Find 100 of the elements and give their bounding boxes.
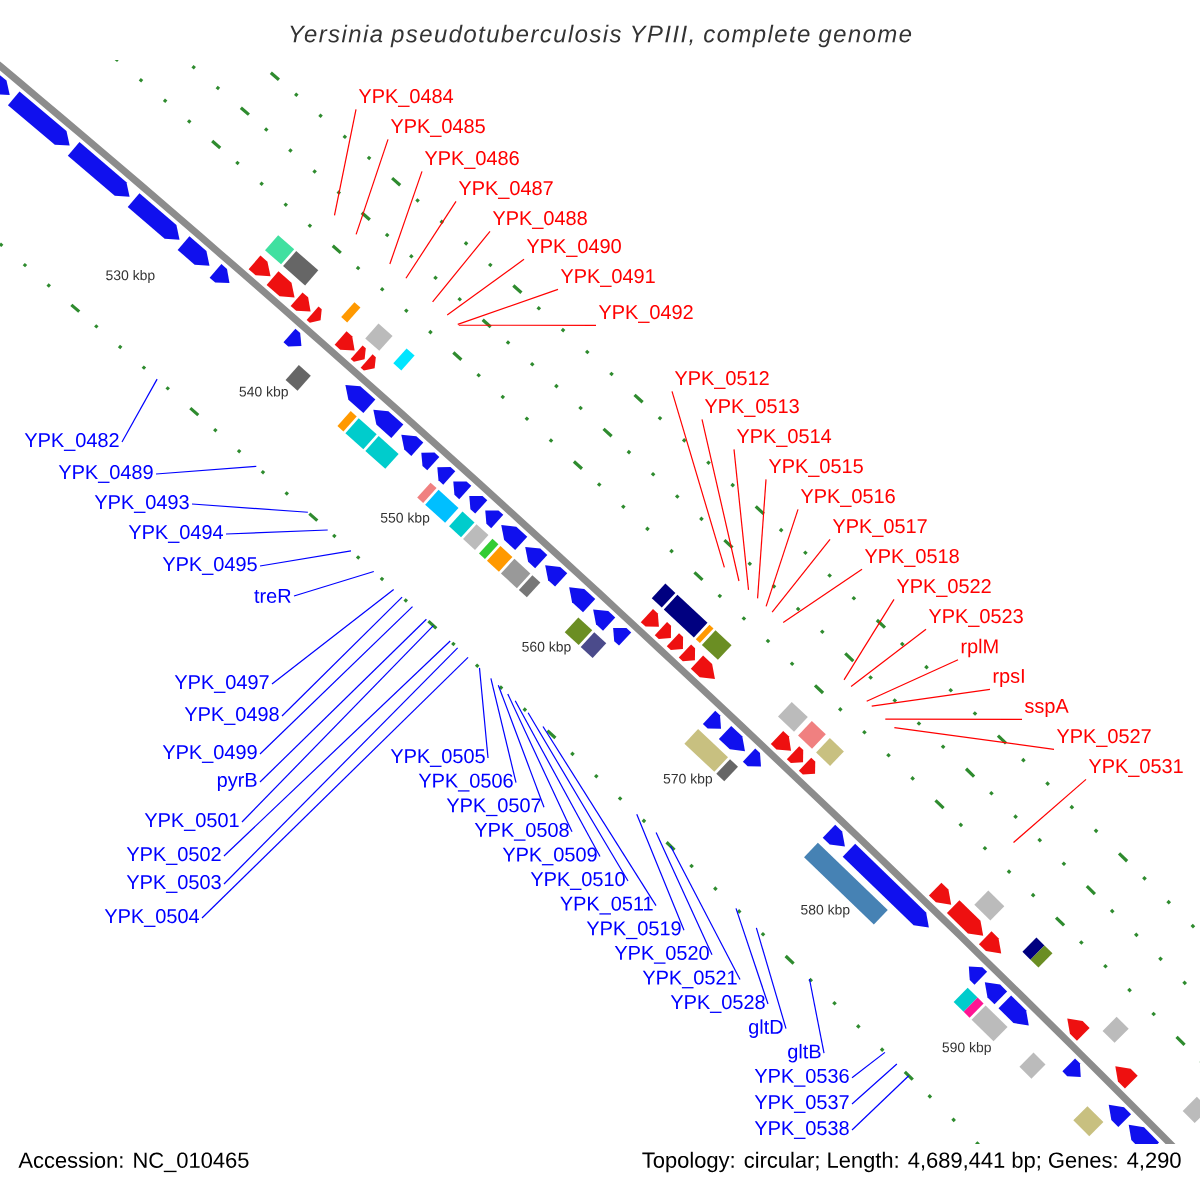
leader-line [497, 684, 545, 808]
gene-label: YPK_0513 [704, 399, 799, 417]
gene-label: YPK_0514 [736, 429, 832, 447]
gene-label: YPK_0522 [896, 579, 991, 597]
leader-line [405, 200, 457, 279]
leader-line [636, 813, 685, 931]
gene-label: YPK_0489 [58, 465, 153, 483]
gene-label: YPK_0516 [800, 489, 895, 507]
leader-line [223, 647, 459, 885]
gene-label: gltB [788, 1043, 821, 1063]
leader-line [333, 108, 357, 216]
gene-label: YPK_0517 [832, 519, 927, 537]
accession-text: Accession: NC_010465 [18, 1151, 249, 1173]
gene-label: YPK_0484 [358, 89, 454, 107]
gene-label: rpsI [993, 669, 1024, 687]
leader-line [735, 907, 769, 1005]
leader-line [669, 845, 741, 980]
leader-line [241, 625, 434, 823]
leader-line [851, 1063, 898, 1105]
leader-line [808, 978, 825, 1054]
leader-line [259, 618, 427, 783]
leader-line [355, 138, 389, 235]
gene-label: pyrB [217, 773, 257, 791]
gene-label: YPK_0537 [754, 1095, 849, 1113]
leader-line [757, 478, 767, 599]
leader-line [121, 378, 158, 443]
gene-label: YPK_0491 [560, 269, 655, 287]
leader-line [655, 831, 713, 956]
leader-line [701, 418, 740, 582]
leader-line [293, 570, 375, 597]
leader-line [507, 693, 573, 833]
gene-label: YPK_0512 [674, 371, 769, 389]
gene-label: YPK_0498 [184, 707, 279, 725]
leader-line [765, 508, 799, 607]
leader-line [259, 606, 414, 755]
gene-label: YPK_0494 [128, 525, 223, 543]
gene-label: YPK_0502 [126, 847, 221, 865]
leader-line [201, 656, 469, 919]
leader-line [755, 927, 787, 1030]
gene-label: YPK_0482 [24, 433, 119, 451]
gene-label: YPK_0499 [162, 745, 257, 763]
leader-line [893, 727, 1055, 750]
leader-line [782, 568, 863, 623]
leader-line [542, 725, 657, 907]
gene-label: YPK_0531 [1088, 759, 1183, 777]
gene-label: YPK_0538 [754, 1121, 849, 1139]
leader-line [843, 598, 895, 681]
gene-label: sspA [1025, 699, 1069, 717]
gene-label: YPK_0493 [94, 495, 189, 513]
leader-line [771, 538, 831, 613]
leader-line [191, 503, 309, 513]
leader-line [271, 588, 395, 685]
gene-label: YPK_0515 [768, 459, 863, 477]
gene-label: YPK_0488 [492, 211, 587, 229]
gene-label: YPK_0527 [1056, 729, 1151, 747]
leader-line [851, 1051, 886, 1079]
leader-line [1012, 778, 1087, 844]
leader-line [871, 688, 991, 707]
gene-label: YPK_0511 [560, 896, 653, 915]
leader-line [223, 640, 451, 857]
title: Yersinia pseudotuberculosis YPIII, complete genome [290, 24, 912, 48]
gene-label: YPK_0520 [614, 945, 709, 964]
gene-label: YPK_0518 [864, 549, 959, 567]
gene-label: YPK_0519 [586, 921, 681, 940]
gene-label: YPK_0508 [474, 822, 569, 841]
leader-line [281, 596, 403, 717]
leader-line [884, 718, 1023, 720]
gene-label: YPK_0497 [174, 675, 269, 693]
leader-line [155, 465, 257, 475]
gene-label: YPK_0509 [502, 847, 597, 866]
gene-label: treR [254, 589, 291, 603]
leader-line [514, 700, 601, 857]
gene-label: YPK_0486 [424, 151, 519, 169]
leader-line [457, 288, 559, 325]
leader-line [432, 230, 491, 303]
gene-label: YPK_0485 [390, 119, 485, 137]
leader-line [458, 324, 597, 326]
leader-line [671, 390, 725, 568]
gene-label: YPK_0504 [104, 909, 199, 927]
genome-info-text: Topology: circular; Length: 4,689,441 bp; Genes: 4,290 [642, 1151, 1181, 1173]
gene-label: YPK_0528 [670, 995, 765, 1013]
gene-label: YPK_0487 [458, 181, 553, 199]
leader-line [733, 448, 750, 591]
gene-label: YPK_0505 [390, 749, 485, 767]
gene-label: YPK_0510 [530, 872, 625, 890]
leader-line [527, 712, 629, 882]
leader-line [225, 529, 329, 535]
gene-label: YPK_0492 [598, 305, 693, 323]
gene-label: YPK_0501 [144, 813, 239, 831]
gene-label: rplM [961, 638, 998, 658]
leader-line [259, 550, 352, 567]
gene-label: YPK_0506 [418, 773, 513, 792]
gene-label: YPK_0495 [162, 557, 257, 575]
gene-label: YPK_0507 [446, 798, 541, 817]
leader-line [389, 170, 423, 265]
leader-line [851, 1075, 910, 1131]
leader-line [446, 258, 525, 316]
gene-label: YPK_0503 [126, 875, 221, 893]
gene-label: YPK_0536 [754, 1068, 849, 1087]
gene-label: YPK_0521 [642, 970, 737, 989]
